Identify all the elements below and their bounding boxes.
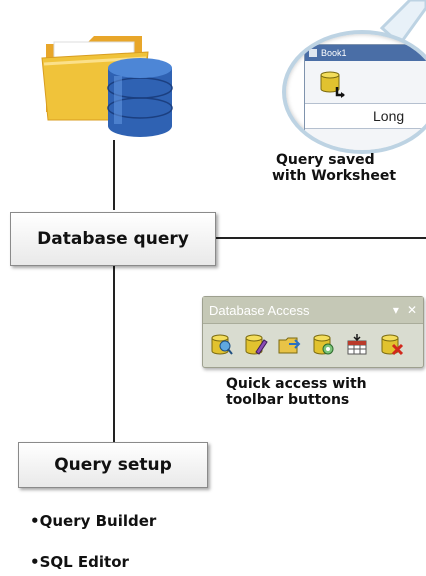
- caption-quick-access-line2: toolbar buttons: [226, 392, 350, 408]
- caption-query-saved: Query saved with Worksheet: [272, 152, 396, 184]
- toolbar-buttons: [203, 324, 423, 366]
- database-icon: [107, 58, 173, 137]
- folder-database-illustration: [41, 36, 173, 137]
- toolbar-title: Database Access: [209, 302, 310, 318]
- toolbar-close-icon[interactable]: ✕: [406, 303, 417, 317]
- worksheet-window-title: Book1: [321, 48, 347, 58]
- open-query-icon[interactable]: [277, 333, 302, 357]
- edit-query-icon[interactable]: [243, 333, 268, 357]
- toolbar-titlebar[interactable]: Database Access ▾ ✕: [203, 297, 423, 324]
- new-query-icon[interactable]: [209, 333, 234, 357]
- node-query-setup-label: Query setup: [54, 455, 172, 475]
- query-settings-icon[interactable]: [311, 333, 336, 357]
- toolbar-dropdown-icon[interactable]: ▾: [392, 303, 399, 317]
- node-database-query: Database query: [10, 212, 216, 266]
- caption-quick-access: Quick access with toolbar buttons: [226, 376, 367, 408]
- worksheet-titlebar: Book1: [305, 45, 426, 61]
- connector-query-to-right: [216, 237, 426, 239]
- toolbar-controls: ▾ ✕: [393, 303, 417, 317]
- worksheet-column-label: Long: [373, 108, 405, 124]
- worksheet-app-icon: [309, 49, 317, 57]
- connector-folder-to-query: [113, 140, 115, 210]
- remove-query-icon[interactable]: [379, 333, 404, 357]
- caption-query-saved-line2: with Worksheet: [272, 168, 397, 184]
- worksheet-window: Book1 Long: [304, 44, 426, 150]
- connector-query-to-setup: [113, 266, 115, 442]
- bullet-sql-editor: •SQL Editor: [30, 553, 129, 571]
- caption-query-saved-line1: Query saved: [276, 152, 375, 168]
- worksheet-zoom-callout: Book1 Long: [282, 30, 426, 154]
- worksheet-column-cell[interactable]: Long: [305, 103, 426, 129]
- database-access-toolbar[interactable]: Database Access ▾ ✕: [202, 296, 424, 368]
- query-database-icon[interactable]: [317, 69, 347, 99]
- import-data-icon[interactable]: [345, 333, 370, 357]
- node-database-query-label: Database query: [37, 229, 189, 249]
- bullet-query-builder: •Query Builder: [30, 512, 157, 530]
- node-query-setup: Query setup: [18, 442, 208, 488]
- caption-quick-access-line1: Quick access with: [226, 376, 367, 392]
